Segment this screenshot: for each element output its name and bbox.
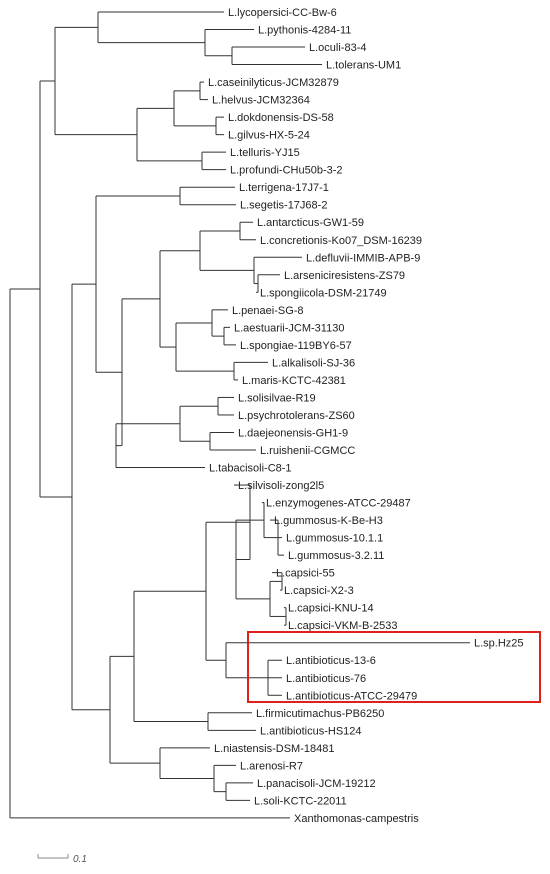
- tree-leaf-label: L.panacisoli-JCM-19212: [257, 778, 376, 790]
- tree-leaf-label: L.gummosus-3.2.11: [288, 550, 384, 562]
- tree-leaf-label: L.spongiae-119BY6-57: [240, 340, 352, 352]
- tree-leaf-label: L.aestuarii-JCM-31130: [234, 322, 344, 334]
- tree-leaf-label: L.helvus-JCM32364: [212, 95, 310, 107]
- tree-leaf-label: L.gilvus-HX-5-24: [228, 130, 310, 142]
- tree-leaf-label: L.arenosi-R7: [240, 760, 303, 772]
- tree-leaf-label: L.gummosus-K-Be-H3: [274, 515, 383, 527]
- tree-leaf-label: L.daejeonensis-GH1-9: [238, 427, 348, 439]
- tree-leaf-label: L.terrigena-17J7-1: [239, 182, 329, 194]
- tree-leaf-label: L.profundi-CHu50b-3-2: [230, 165, 343, 177]
- tree-leaf-label: L.niastensis-DSM-18481: [214, 743, 334, 755]
- tree-branches: [9, 11, 470, 819]
- highlight-box: [247, 631, 541, 703]
- tree-leaf-label: L.telluris-YJ15: [230, 147, 300, 159]
- tree-leaf-label: L.arseniciresistens-ZS79: [284, 270, 405, 282]
- tree-leaf-label: L.antibioticus-ATCC-29479: [286, 690, 417, 702]
- tree-leaf-label: L.pythonis-4284-11: [258, 25, 351, 37]
- tree-leaf-label: L.silvisoli-zong2l5: [238, 480, 324, 492]
- tree-leaf-label: L.antarcticus-GW1-59: [257, 217, 364, 229]
- tree-leaf-label: L.penaei-SG-8: [232, 305, 304, 317]
- tree-leaf-label: L.tabacisoli-C8-1: [209, 463, 292, 475]
- tree-leaf-label: L.capsici-X2-3: [284, 585, 354, 597]
- tree-leaf-label: L.sp.Hz25: [474, 638, 524, 650]
- tree-leaf-label: L.solisilvae-R19: [238, 392, 316, 404]
- tree-leaf-label: L.tolerans-UM1: [326, 60, 401, 72]
- tree-leaf-label: L.dokdonensis-DS-58: [228, 112, 334, 124]
- tree-leaf-label: L.enzymogenes-ATCC-29487: [266, 498, 411, 510]
- tree-leaf-label: L.firmicutimachus-PB6250: [256, 708, 384, 720]
- tree-leaf-label: L.antibioticus-HS124: [260, 725, 362, 737]
- tree-leaf-label: L.alkalisoli-SJ-36: [272, 357, 355, 369]
- tree-leaf-label: L.caseinilyticus-JCM32879: [208, 77, 339, 89]
- tree-leaf-label: Xanthomonas-campestris: [294, 813, 419, 825]
- tree-leaf-label: L.soli-KCTC-22011: [254, 795, 347, 807]
- tree-leaf-label: L.gummosus-10.1.1: [286, 533, 383, 545]
- tree-leaf-label: L.capsici-VKM-B-2533: [288, 620, 397, 632]
- tree-leaf-label: L.maris-KCTC-42381: [242, 375, 346, 387]
- scale-bar-label: 0.1: [73, 854, 87, 865]
- tree-leaf-label: L.antibioticus-76: [286, 673, 366, 685]
- tree-leaf-label: L.psychrotolerans-ZS60: [238, 410, 355, 422]
- tree-leaf-label: L.ruishenii-CGMCC: [260, 445, 355, 457]
- tree-leaf-label: L.oculi-83-4: [309, 42, 366, 54]
- tree-leaf-label: L.concretionis-Ko07_DSM-16239: [260, 235, 422, 247]
- tree-leaf-label: L.spongiicola-DSM-21749: [260, 287, 387, 299]
- scale-bar: 0.1: [37, 854, 87, 865]
- tree-leaf-label: L.lycopersici-CC-Bw-6: [228, 7, 337, 19]
- tree-leaf-label: L.defluvii-IMMIB-APB-9: [306, 252, 420, 264]
- tree-leaf-label: L.capsici-KNU-14: [288, 603, 374, 615]
- tree-leaf-label: L.segetis-17J68-2: [240, 200, 327, 212]
- tree-leaf-labels: L.lycopersici-CC-Bw-6L.pythonis-4284-11L…: [208, 7, 524, 825]
- tree-leaf-label: L.antibioticus-13-6: [286, 655, 376, 667]
- tree-leaf-label: L.capsici-55: [276, 568, 335, 580]
